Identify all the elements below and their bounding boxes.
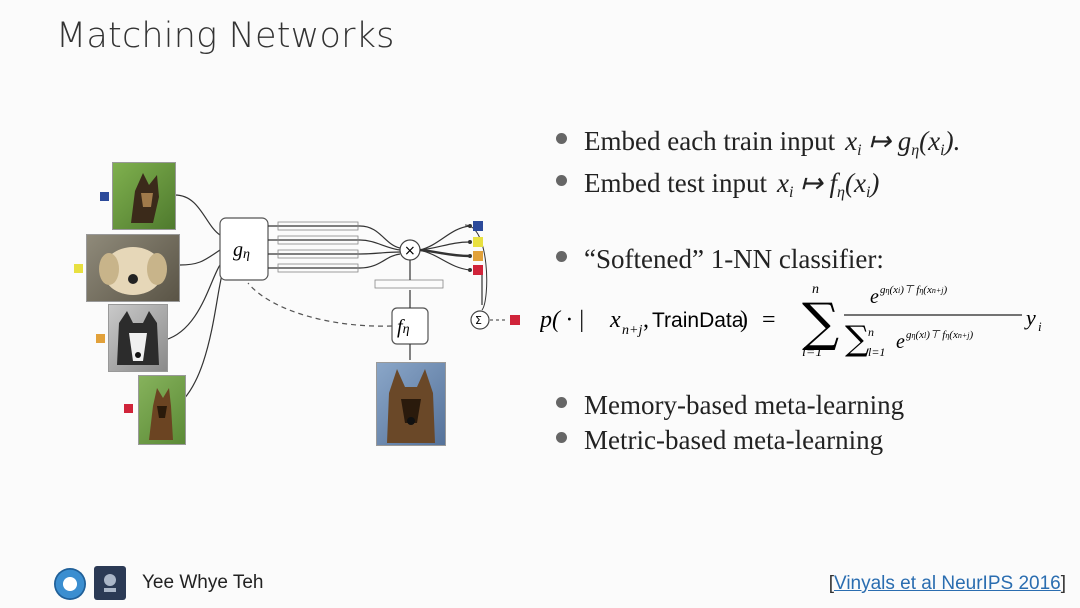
svg-text:n+j: n+j [622, 323, 642, 338]
citation: [Vinyals et al NeurIPS 2016] [828, 573, 1066, 594]
support-image-dog-3 [108, 304, 168, 372]
institution-logo-icon [54, 568, 86, 600]
matching-network-diagram: gη fη × Σ [70, 150, 530, 460]
bullet-dot [556, 133, 567, 144]
formula-lhs: p( · | [540, 307, 585, 333]
support-image-dog-1 [112, 162, 176, 230]
bullet-dot [556, 432, 567, 443]
bullet-text: Metric-based meta-learning [584, 425, 884, 455]
bullet-softened: “Softened” 1-NN classifier: [556, 244, 884, 275]
diagram-connections: gη fη × Σ [164, 194, 520, 411]
svg-text:): ) [740, 307, 748, 333]
bullet-dot [556, 397, 567, 408]
bullet-text: Embed each train input [584, 126, 836, 156]
output-class-blue [473, 221, 483, 231]
sum-symbol: ∑ [802, 293, 839, 353]
slide-title: Matching Networks [56, 16, 395, 56]
sum-upper: n [812, 282, 819, 297]
svg-text:∑: ∑ [845, 319, 869, 359]
support-label-yellow [74, 264, 83, 273]
sum-node [470, 310, 490, 330]
f-label: fη [397, 316, 410, 338]
formula-y: y [1024, 305, 1036, 330]
bullet-dot [556, 251, 567, 262]
svg-text:x: x [609, 307, 621, 333]
formula-equals: = [762, 307, 776, 333]
bullet-text: Embed test input [584, 168, 767, 198]
g-label: gη [233, 239, 250, 262]
g-embedding-box [219, 217, 269, 281]
svg-text:gη(xl)⊤ fη(xn+j): gη(xl)⊤ fη(xn+j) [906, 329, 973, 341]
svg-text:e: e [870, 286, 879, 308]
svg-text:gη(xi)⊤ fη(xn+j): gη(xi)⊤ fη(xn+j) [880, 284, 947, 296]
query-image-dog [376, 362, 446, 446]
sum-lower: i=1 [802, 345, 822, 360]
bullet-text: “Softened” 1-NN classifier: [584, 244, 884, 274]
output-class-red [473, 265, 483, 275]
bullet-text: Memory-based meta-learning [584, 390, 905, 420]
sigma-symbol: Σ [475, 314, 482, 327]
bullet-embed-train: Embed each train input xi ↦ gη(xi). [556, 126, 960, 160]
bullet-embed-test: Embed test input xi ↦ fη(xi) [556, 168, 879, 202]
bullet-memory: Memory-based meta-learning [556, 390, 904, 421]
presenter-name: Yee Whye Teh [142, 572, 264, 593]
formula-traindata: TrainData [652, 309, 744, 332]
svg-text:,: , [643, 307, 649, 333]
institution-shield-icon [94, 566, 126, 600]
output-class-orange [473, 251, 483, 261]
svg-text:e: e [896, 331, 905, 353]
bullet-dot [556, 175, 567, 186]
support-image-dog-4 [138, 375, 186, 445]
output-class-yellow [473, 237, 483, 247]
denom-upper: n [868, 325, 874, 339]
classifier-formula: p( · | x n+j , TrainData ) = ∑ n i=1 e g… [540, 282, 1042, 360]
support-image-dog-2 [86, 234, 180, 302]
denom-lower: l=1 [868, 345, 885, 359]
prediction-square-red [510, 315, 520, 325]
svg-text:i: i [1038, 319, 1042, 334]
support-label-blue [100, 192, 109, 201]
support-label-orange [96, 334, 105, 343]
citation-link[interactable]: Vinyals et al NeurIPS 2016 [833, 573, 1061, 594]
times-symbol: × [404, 243, 416, 259]
svg-text:p( · |: p( · | [540, 307, 585, 333]
support-label-red [124, 404, 133, 413]
bullet-metric: Metric-based meta-learning [556, 425, 883, 456]
